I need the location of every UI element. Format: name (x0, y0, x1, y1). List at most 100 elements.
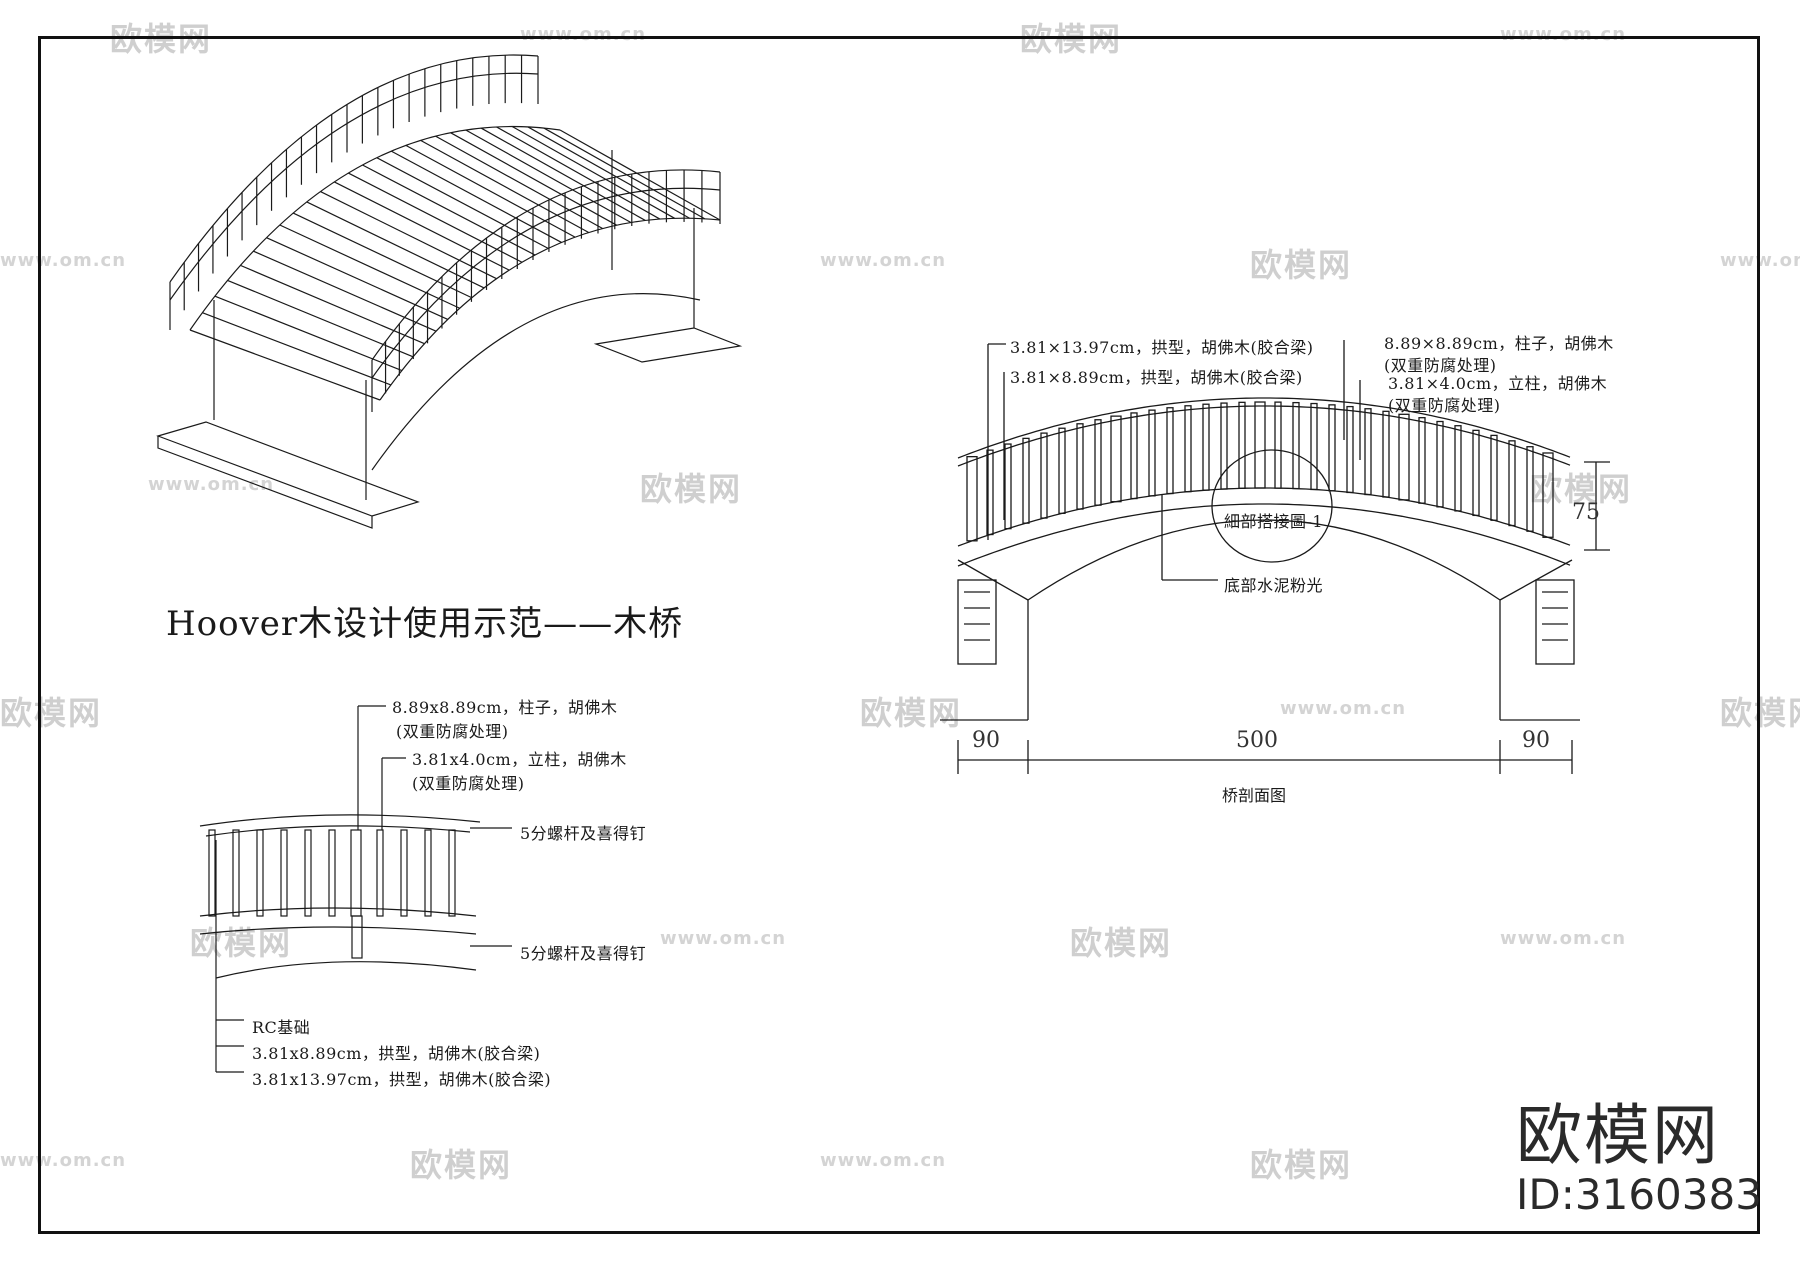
dimension-right: 90 (1522, 728, 1550, 753)
label-cement: 底部水泥粉光 (1224, 576, 1324, 595)
iso-deck-plank (543, 127, 705, 220)
iso-deck-plank (253, 250, 437, 332)
label-post-main-note: (双重防腐处理) (1384, 356, 1497, 375)
detail-top-rail-inner (205, 825, 471, 837)
detail-circle (1211, 449, 1333, 563)
arch-top (957, 503, 1571, 567)
label-arch-beam-small: 3.81×8.89cm，拱型，胡佛木(胶合梁) (1010, 368, 1303, 387)
baluster (1364, 408, 1372, 496)
post-main (1110, 415, 1122, 503)
iso-deck-plank (362, 164, 536, 256)
post-main (1542, 452, 1554, 538)
foundation-slab-front (156, 421, 420, 517)
iso-deck-plank (405, 144, 576, 238)
baluster (1454, 425, 1462, 512)
baluster (1328, 404, 1336, 492)
watermark-text: 欧模网 (1250, 1146, 1353, 1184)
detail-label-bolt-top: 5分螺杆及喜得钉 (520, 824, 647, 843)
iso-deck-plank (189, 329, 381, 401)
detail-baluster (304, 829, 312, 917)
dimension-left: 90 (972, 728, 1000, 753)
detail-label-post-main: 8.89x8.89cm，柱子，胡佛木 (392, 698, 618, 717)
watermark-text: 欧模网 (110, 20, 213, 58)
detail-baluster (448, 829, 456, 917)
watermark-text: 欧模网 (1020, 20, 1123, 58)
iso-deck-plank (292, 212, 473, 299)
watermark-url: www.om.cn (820, 250, 947, 271)
detail-label-post-small-note: (双重防腐处理) (412, 774, 525, 793)
detail-baluster (280, 829, 288, 917)
baluster (1436, 420, 1444, 508)
iso-deck-plank (214, 295, 403, 372)
iso-deck-plank (511, 126, 675, 219)
baluster (1346, 405, 1354, 494)
baluster (1220, 402, 1228, 490)
label-arch-beam-large: 3.81×13.97cm，拱型，胡佛木(胶合梁) (1010, 338, 1314, 357)
watermark-text: 欧模网 (1250, 246, 1353, 284)
iso-deck-plank (496, 126, 661, 220)
label-post-small-note: (双重防腐处理) (1388, 396, 1501, 415)
watermark-url: www.om.cn (1720, 250, 1800, 271)
iso-deck-plank (306, 201, 485, 289)
drawing-frame (38, 36, 1760, 1234)
watermark-url: www.om.cn (820, 1150, 947, 1171)
baluster (1076, 423, 1084, 510)
isometric-bridge (156, 54, 743, 529)
detail-baluster (424, 829, 432, 917)
top-rail (957, 397, 1571, 459)
railing-detail (199, 705, 512, 1073)
watermark-url: www.om.cn (0, 250, 127, 271)
watermark-url: www.om.cn (520, 24, 647, 45)
baluster (1184, 405, 1192, 493)
detail-baluster (376, 829, 384, 917)
baluster (1310, 402, 1318, 491)
dimension-height: 75 (1572, 500, 1600, 525)
baluster (1040, 432, 1048, 519)
baluster (1148, 409, 1156, 497)
iso-deck-plank (559, 129, 721, 221)
dimension-span: 500 (1236, 728, 1278, 753)
label-detail-circle: 細部搭接圖-1 (1224, 512, 1324, 531)
abutment-right-cap (1535, 579, 1575, 665)
baluster (1022, 437, 1030, 524)
bridge-section-elevation (940, 340, 1610, 774)
iso-deck-plank (348, 172, 523, 263)
iso-deck-plank (334, 181, 510, 271)
iso-deck-edge-right (379, 217, 721, 401)
detail-label-post-small: 3.81x4.0cm，立柱，胡佛木 (412, 750, 627, 769)
baluster (1094, 419, 1102, 506)
iso-deck-plank (420, 139, 590, 234)
baluster (1238, 401, 1246, 489)
iso-deck-plank (227, 279, 414, 358)
baluster (1166, 407, 1174, 495)
brand-logo-text: 欧模网 (1516, 1097, 1720, 1174)
detail-baluster (256, 829, 264, 917)
detail-baluster (400, 829, 408, 917)
baluster (1418, 417, 1426, 504)
watermark-url: www.om.cn (1500, 24, 1627, 45)
foundation-slab-front-edge (157, 436, 373, 529)
detail-arch-beam (199, 926, 477, 935)
detail-baluster (328, 829, 336, 917)
baluster (1490, 434, 1498, 521)
top-rail-inner (957, 405, 1571, 467)
detail-foundation-curve (215, 961, 477, 979)
iso-deck-plank (465, 129, 632, 224)
baluster (1526, 446, 1534, 532)
post-main (1398, 413, 1410, 501)
iso-deck-plank (240, 264, 425, 345)
iso-arch-underside (371, 293, 701, 471)
iso-deck-plank (320, 191, 497, 280)
post-main (966, 456, 978, 542)
watermark-url: www.om.cn (1280, 698, 1407, 719)
baluster (1472, 429, 1480, 517)
baluster (1130, 412, 1138, 500)
watermark-url: www.om.cn (1500, 928, 1627, 949)
iso-rail-left-top (169, 54, 539, 283)
watermark-text: 欧模网 (640, 470, 743, 508)
iso-deck-plank (279, 224, 460, 309)
iso-deck-plank (376, 157, 549, 249)
iso-deck-edge-left (189, 126, 561, 331)
watermark-text: 欧模网 (1070, 924, 1173, 962)
